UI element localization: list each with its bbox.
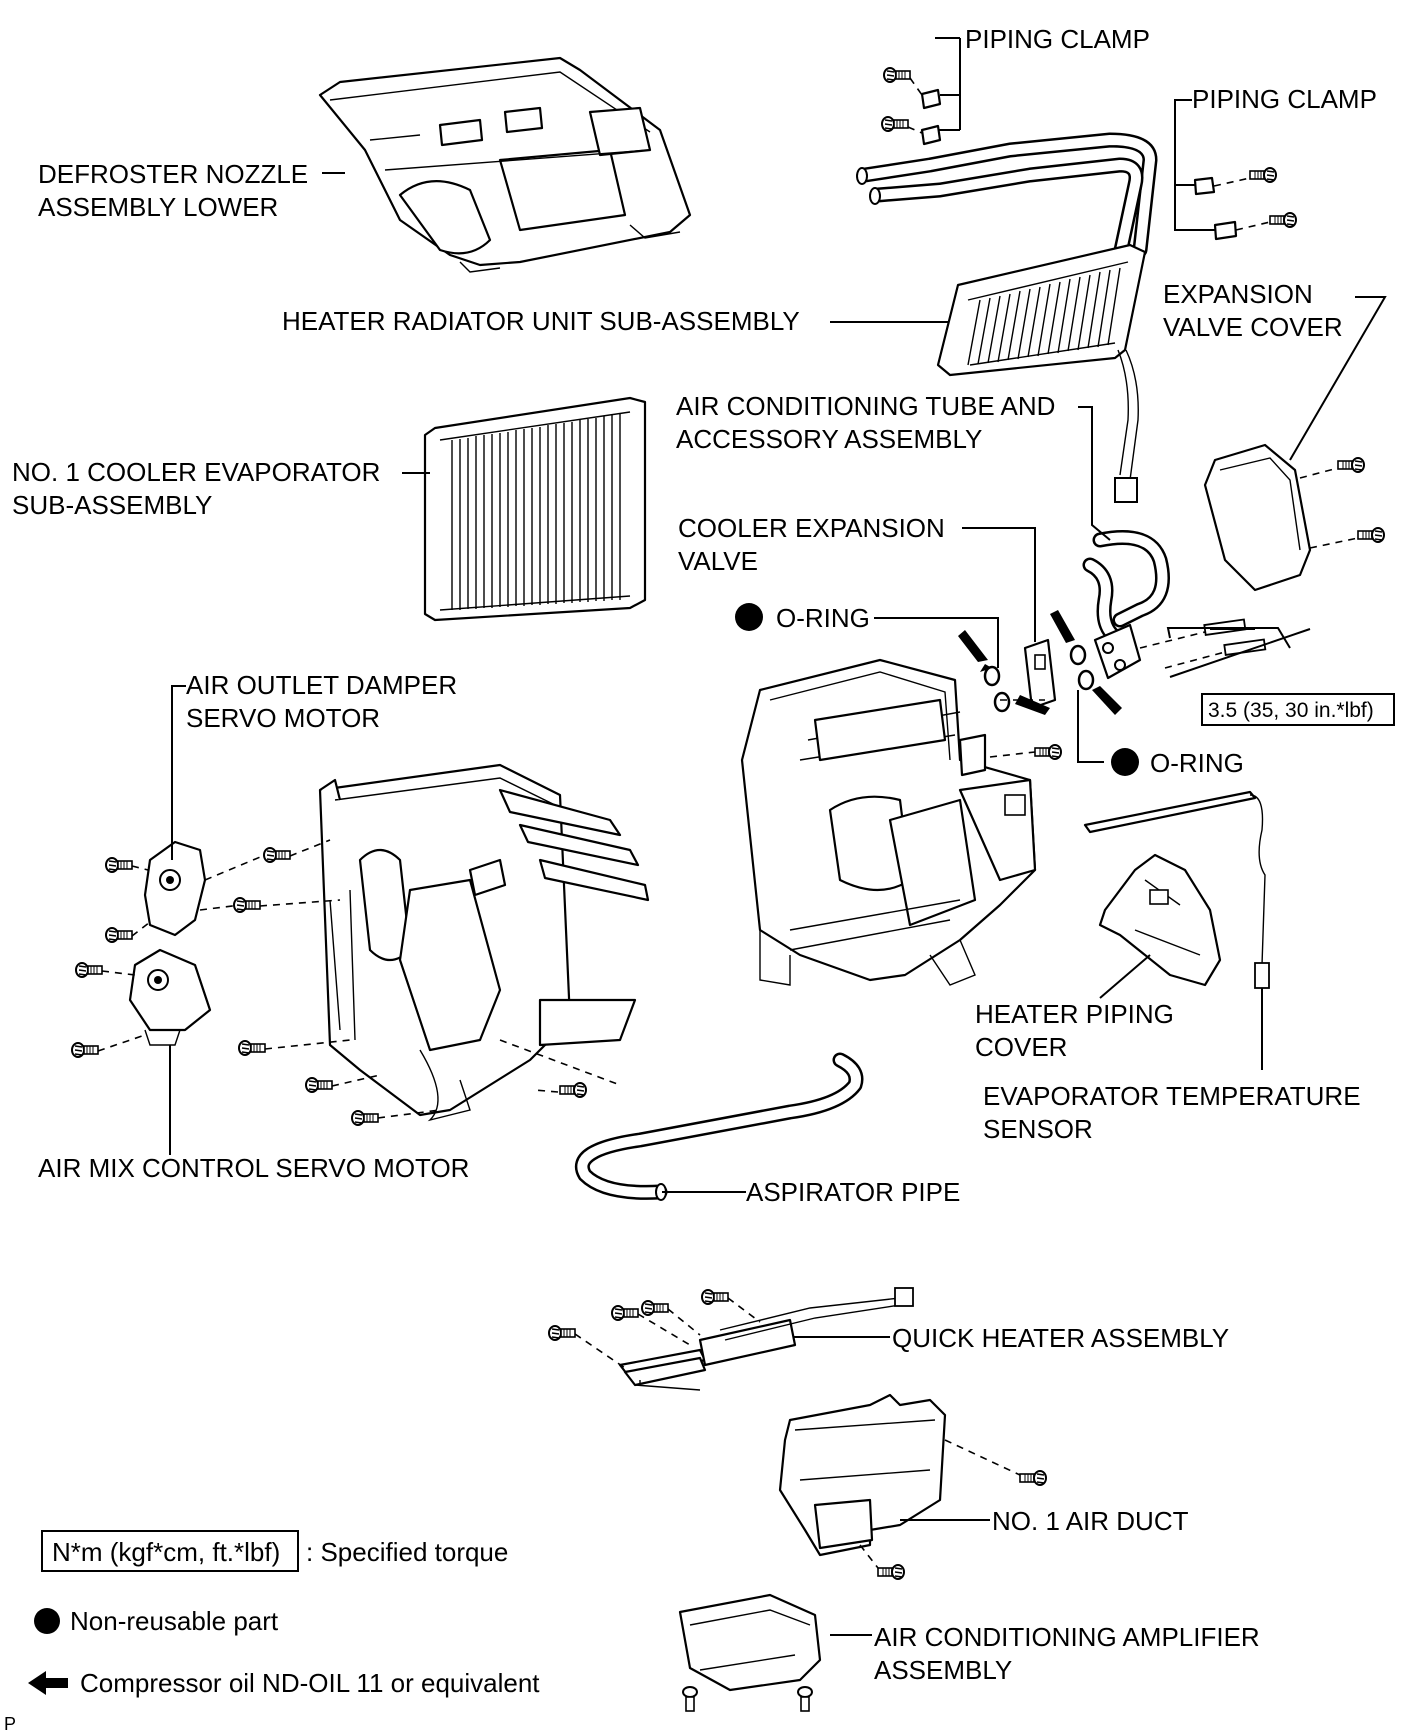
legend-torque-desc: : Specified torque — [306, 1537, 508, 1567]
label-heater-radiator: HEATER RADIATOR UNIT SUB-ASSEMBLY — [282, 306, 800, 336]
air-mix-servo-part — [71, 948, 212, 1058]
legend-non-reusable-icon — [34, 1608, 60, 1634]
label-o-ring-2: O-RING — [1150, 748, 1244, 778]
piping-clamp-right-part — [1193, 167, 1297, 241]
legend-torque-box — [41, 1530, 299, 1572]
hvac-housing-right-part — [740, 658, 1062, 986]
legend-torque-unit: N*m (kgf*cm, ft.*lbf) — [52, 1537, 280, 1567]
label-evaporator-line1: NO. 1 COOLER EVAPORATOR — [12, 457, 380, 487]
leader-lines — [169, 37, 1387, 1636]
label-amplifier-line2: ASSEMBLY — [874, 1655, 1012, 1685]
label-o-ring-1: O-RING — [776, 603, 870, 633]
cooler-expansion-valve-part — [1023, 638, 1057, 710]
label-evap-sensor-line2: SENSOR — [983, 1114, 1093, 1144]
piping-clamp-left-part — [881, 67, 942, 146]
label-amplifier-line1: AIR CONDITIONING AMPLIFIER — [874, 1622, 1260, 1652]
housing-screws — [233, 839, 621, 1126]
label-ac-tube-line1: AIR CONDITIONING TUBE AND — [676, 391, 1055, 421]
label-heater-cover-line1: HEATER PIPING — [975, 999, 1174, 1029]
label-air-duct: NO. 1 AIR DUCT — [992, 1506, 1189, 1536]
legend: N*m (kgf*cm, ft.*lbf) : Specified torque… — [28, 1530, 540, 1698]
label-outlet-servo-line2: SERVO MOTOR — [186, 703, 380, 733]
legend-compressor-oil: Compressor oil ND-OIL 11 or equivalent — [80, 1668, 540, 1698]
torque-box — [1201, 693, 1395, 726]
evaporator-fins — [451, 414, 621, 610]
ac-tube-part — [1082, 530, 1170, 680]
oil-arrows — [958, 610, 1122, 715]
label-expansion-cover-line2: VALVE COVER — [1163, 312, 1343, 342]
label-aspirator-pipe: ASPIRATOR PIPE — [746, 1177, 960, 1207]
expansion-valve-cover-part — [1203, 443, 1385, 592]
page-marker: P — [4, 1714, 16, 1734]
label-evaporator-line2: SUB-ASSEMBLY — [12, 490, 212, 520]
label-expansion-cover-line1: EXPANSION — [1163, 279, 1313, 309]
label-defroster-line2: ASSEMBLY LOWER — [38, 192, 278, 222]
legend-non-reusable: Non-reusable part — [70, 1606, 279, 1636]
heater-pipes-part — [856, 132, 1158, 263]
o-ring-marker-2 — [1111, 748, 1139, 776]
label-piping-clamp-1: PIPING CLAMP — [965, 24, 1150, 54]
o-rings-part — [983, 644, 1095, 713]
label-evap-sensor-line1: EVAPORATOR TEMPERATURE — [983, 1081, 1361, 1111]
o-ring-marker-1 — [735, 603, 763, 631]
label-quick-heater: QUICK HEATER ASSEMBLY — [892, 1323, 1229, 1353]
label-heater-cover-line2: COVER — [975, 1032, 1067, 1062]
ac-amplifier-part — [678, 1593, 822, 1712]
legend-oil-arrow-icon — [28, 1671, 68, 1695]
label-defroster-line1: DEFROSTER NOZZLE — [38, 159, 308, 189]
defroster-nozzle-part — [318, 56, 692, 273]
hvac-housing-left-part — [318, 763, 650, 1122]
label-piping-clamp-2: PIPING CLAMP — [1192, 84, 1377, 114]
aspirator-pipe-part — [574, 1052, 864, 1201]
label-air-mix-servo: AIR MIX CONTROL SERVO MOTOR — [38, 1153, 469, 1183]
label-expansion-valve-line1: COOLER EXPANSION — [678, 513, 945, 543]
callout-labels: PIPING CLAMP PIPING CLAMP DEFROSTER NOZZ… — [4, 24, 1395, 1734]
label-expansion-valve-line2: VALVE — [678, 546, 758, 576]
label-ac-tube-line2: ACCESSORY ASSEMBLY — [676, 424, 982, 454]
label-torque-value: 3.5 (35, 30 in.*lbf) — [1208, 699, 1374, 722]
quick-heater-part — [548, 1287, 914, 1391]
air-duct-part — [778, 1393, 1047, 1580]
outlet-servo-part — [105, 840, 266, 943]
heater-radiator-part — [936, 243, 1147, 503]
heater-radiator-fins — [967, 267, 1121, 366]
label-outlet-servo-line1: AIR OUTLET DAMPER — [186, 670, 457, 700]
cooler-evaporator-part — [423, 396, 647, 622]
heater-piping-cover-part — [1098, 853, 1222, 987]
evaporator-sensor-part — [1083, 790, 1270, 989]
